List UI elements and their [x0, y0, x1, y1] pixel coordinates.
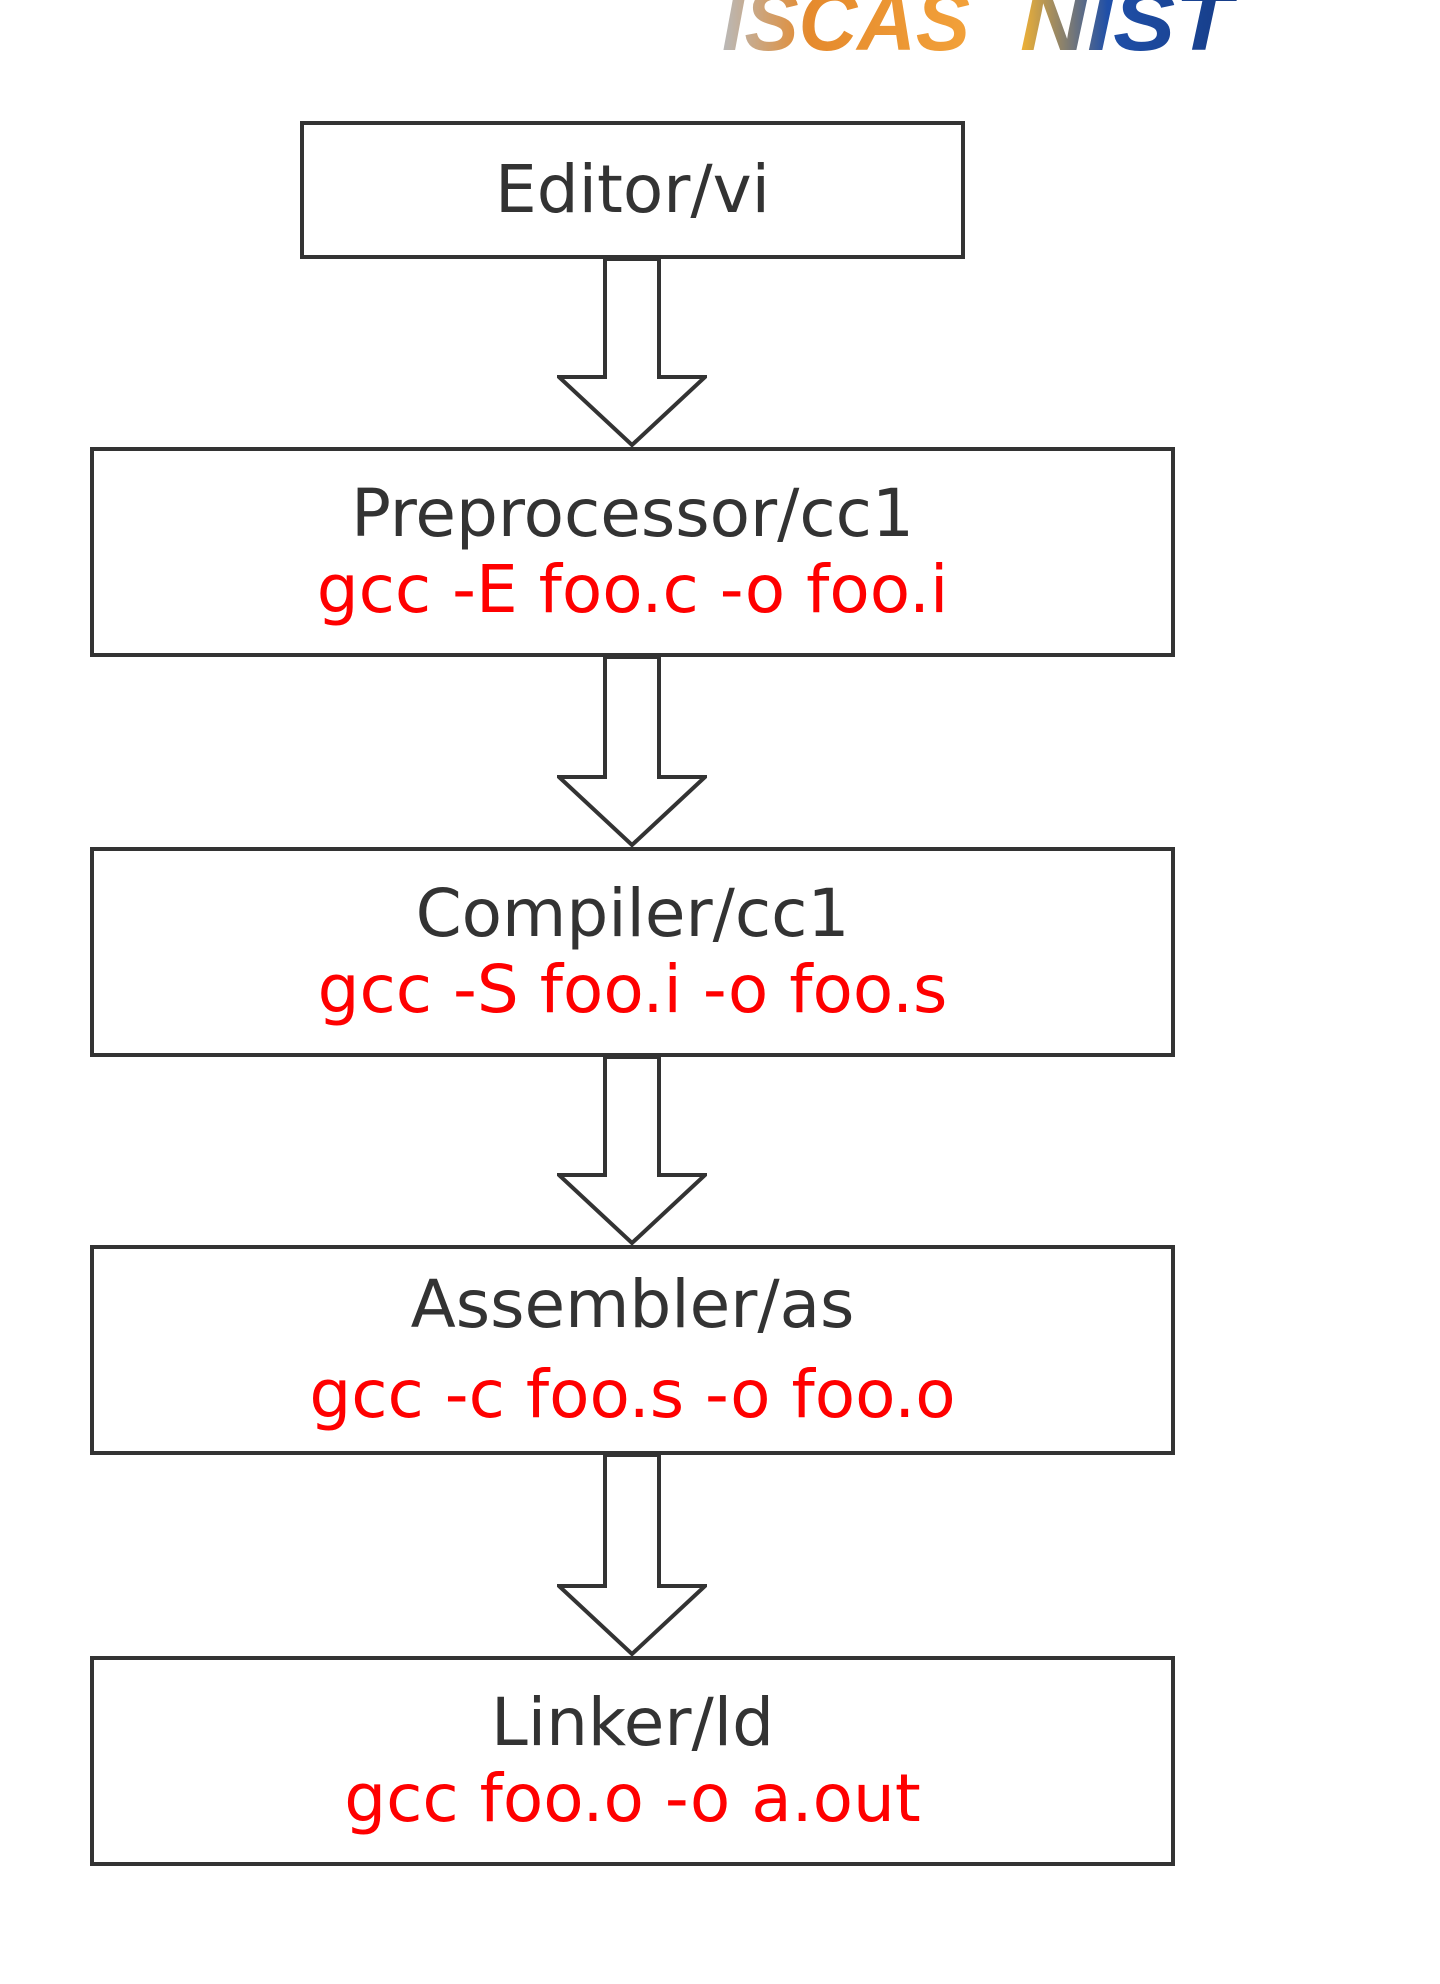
flow-arrow-down-icon [557, 657, 707, 847]
stage-compiler-command: gcc -S foo.i -o foo.s [317, 951, 948, 1028]
stage-preprocessor-command: gcc -E foo.c -o foo.i [316, 551, 949, 628]
stage-editor-box: Editor/vi [300, 121, 965, 259]
flow-arrow-down-icon [557, 1455, 707, 1656]
stage-editor-name: Editor/vi [495, 151, 770, 229]
flow-arrow-down-icon [557, 259, 707, 447]
stage-assembler-name: Assembler/as [410, 1266, 855, 1344]
stage-preprocessor-box: Preprocessor/cc1 gcc -E foo.c -o foo.i [90, 447, 1175, 657]
stage-linker-command: gcc foo.o -o a.out [344, 1760, 921, 1837]
nist-logo-text: NIST [1020, 0, 1239, 68]
stage-assembler-command: gcc -c foo.s -o foo.o [309, 1356, 956, 1433]
stage-compiler-name: Compiler/cc1 [415, 875, 850, 953]
stage-linker-box: Linker/ld gcc foo.o -o a.out [90, 1656, 1175, 1866]
iscas-logo-text: ISCAS [722, 0, 970, 68]
stage-compiler-box: Compiler/cc1 gcc -S foo.i -o foo.s [90, 847, 1175, 1057]
flow-arrow-down-icon [557, 1057, 707, 1245]
stage-assembler-box: Assembler/as gcc -c foo.s -o foo.o [90, 1245, 1175, 1455]
iscas-logo: ISCAS [722, 0, 972, 68]
nist-logo: NIST [1020, 0, 1239, 68]
stage-linker-name: Linker/ld [490, 1684, 774, 1762]
stage-preprocessor-name: Preprocessor/cc1 [351, 475, 914, 553]
